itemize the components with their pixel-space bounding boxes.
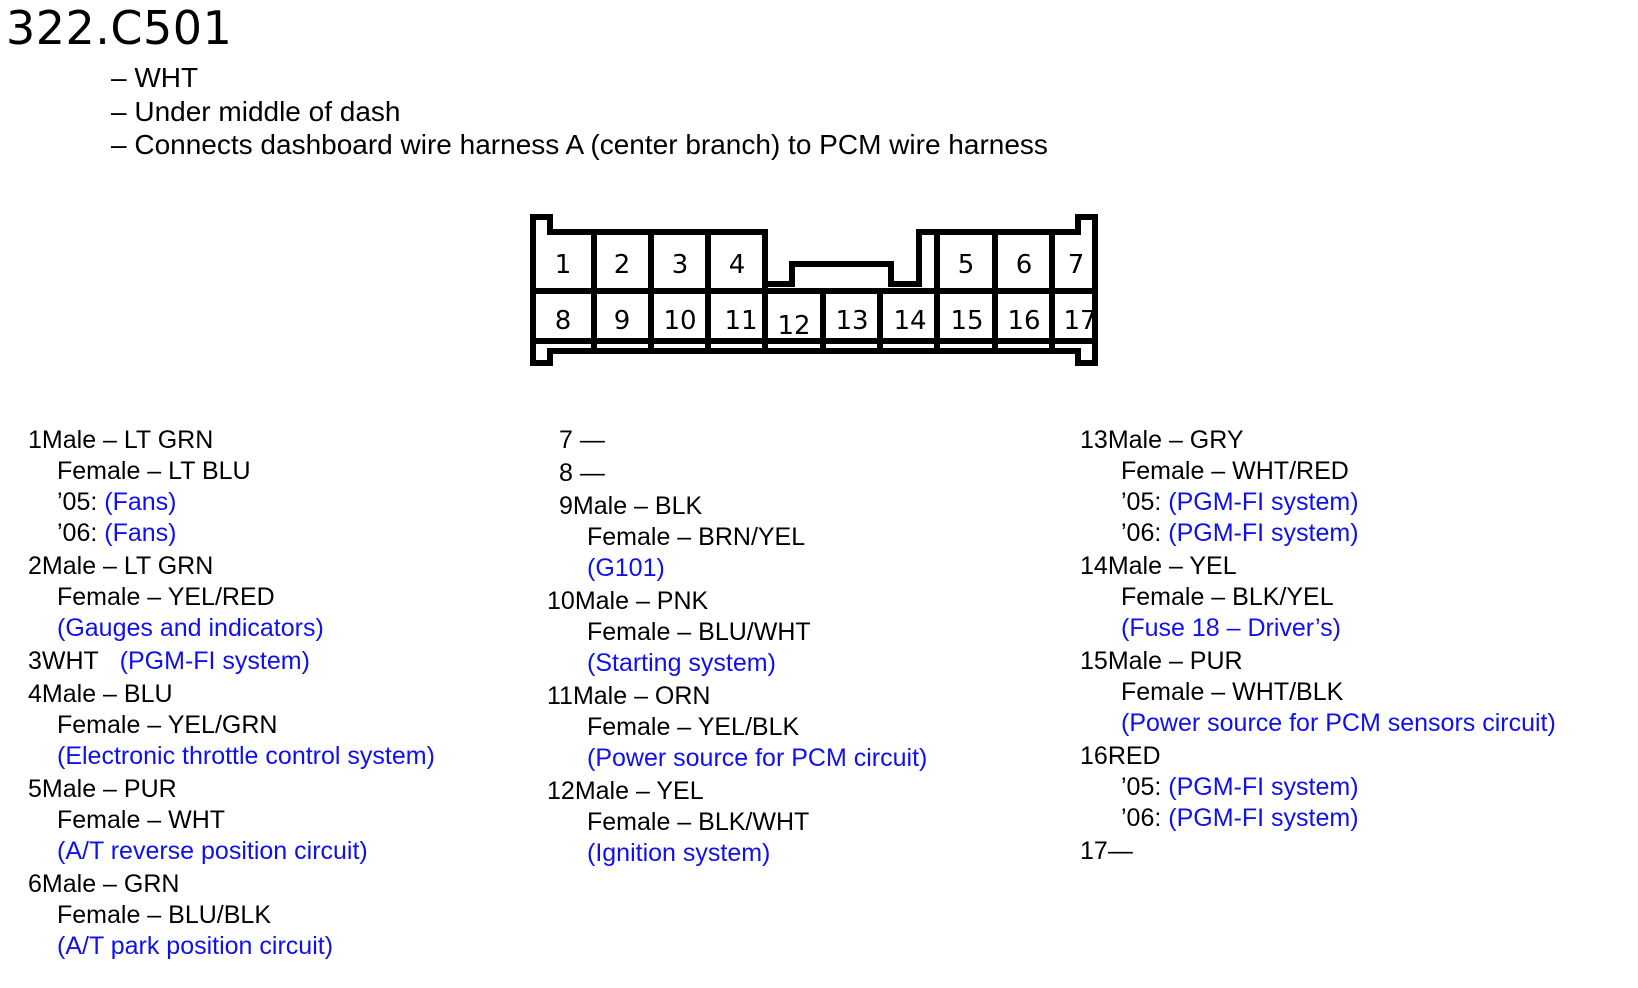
circuit-reference-link[interactable]: (G101) bbox=[587, 554, 665, 582]
pin-entry-10: 10Male – PNK Female – BLU/WHT (Starting … bbox=[547, 587, 811, 677]
pin-label-1: 1 bbox=[555, 250, 572, 280]
pin-label-12: 12 bbox=[777, 311, 810, 341]
pin-label-3: 3 bbox=[672, 250, 689, 280]
pin-entry-13: 13Male – GRY Female – WHT/RED ’05: (PGM-… bbox=[1080, 426, 1359, 547]
pin-label-8: 8 bbox=[555, 306, 572, 336]
circuit-reference-link[interactable]: (PGM-FI system) bbox=[1168, 804, 1359, 832]
pin-entry-8: 8 — bbox=[559, 459, 605, 487]
pin-entry-4: 4Male – BLU Female – YEL/GRN (Electronic… bbox=[28, 680, 435, 770]
circuit-reference-link[interactable]: (PGM-FI system) bbox=[1168, 488, 1359, 516]
circuit-reference-link[interactable]: (Electronic throttle control system) bbox=[57, 742, 435, 770]
pin-label-11: 11 bbox=[724, 306, 757, 336]
connector-color-note: – WHT bbox=[111, 62, 199, 93]
circuit-reference-link[interactable]: (Fans) bbox=[104, 519, 177, 547]
pin-entry-9: 9Male – BLK Female – BRN/YEL (G101) bbox=[559, 492, 806, 582]
circuit-reference-link[interactable]: (Gauges and indicators) bbox=[57, 614, 324, 642]
circuit-reference-link[interactable]: (Ignition system) bbox=[587, 839, 771, 867]
pin-entry-15: 15Male – PUR Female – WHT/BLK (Power sou… bbox=[1080, 647, 1556, 737]
pin-entry-7: 7 — bbox=[559, 426, 605, 454]
pin-entry-12: 12Male – YEL Female – BLK/WHT (Ignition … bbox=[547, 777, 810, 867]
pin-label-14: 14 bbox=[893, 306, 926, 336]
pin-label-4: 4 bbox=[729, 250, 746, 280]
connector-location-note: – Under middle of dash bbox=[111, 96, 401, 127]
circuit-reference-link[interactable]: (A/T park position circuit) bbox=[57, 932, 334, 960]
pin-label-6: 6 bbox=[1016, 250, 1033, 280]
pin-entry-5: 5Male – PUR Female – WHT (A/T reverse po… bbox=[28, 775, 368, 865]
pin-entry-1: 1Male – LT GRN Female – LT BLU ’05: (Fan… bbox=[28, 426, 251, 547]
pin-entry-2: 2Male – LT GRN Female – YEL/RED (Gauges … bbox=[28, 552, 324, 642]
pin-label-10: 10 bbox=[663, 306, 696, 336]
pin-label-13: 13 bbox=[835, 306, 868, 336]
circuit-reference-link[interactable]: (Fans) bbox=[104, 488, 177, 516]
circuit-reference-link[interactable]: (PGM-FI system) bbox=[119, 647, 310, 675]
circuit-reference-link[interactable]: (PGM-FI system) bbox=[1168, 519, 1359, 547]
circuit-reference-link[interactable]: (Fuse 18 – Driver’s) bbox=[1121, 614, 1341, 642]
pin-number-labels: 1 2 3 4 5 6 7 8 9 10 11 12 13 14 15 16 1… bbox=[555, 250, 1097, 341]
pin-label-16: 16 bbox=[1007, 306, 1040, 336]
circuit-reference-link[interactable]: (Power source for PCM circuit) bbox=[587, 744, 928, 772]
pin-list-column-2: 7 — 8 — 9Male – BLK Female – BRN/YEL (G1… bbox=[547, 425, 927, 871]
connector-title: 322.C501 bbox=[6, 1, 233, 55]
connector-function-note: – Connects dashboard wire harness A (cen… bbox=[111, 129, 1048, 160]
circuit-reference-link[interactable]: (Starting system) bbox=[587, 649, 776, 677]
pin-label-7: 7 bbox=[1068, 250, 1085, 280]
pin-entry-11: 11Male – ORN Female – YEL/BLK (Power sou… bbox=[547, 682, 928, 772]
pin-entry-17: 17— bbox=[1080, 837, 1133, 865]
connector-bottom-lip bbox=[530, 341, 1098, 366]
pin-label-5: 5 bbox=[958, 250, 975, 280]
pin-entry-3: 3WHT (PGM-FI system) bbox=[28, 647, 310, 675]
pin-label-2: 2 bbox=[614, 250, 631, 280]
pin-list-column-1: 1Male – LT GRN Female – LT BLU ’05: (Fan… bbox=[28, 425, 435, 964]
pin-entry-6: 6Male – GRN Female – BLU/BLK (A/T park p… bbox=[28, 870, 334, 960]
pin-label-15: 15 bbox=[950, 306, 983, 336]
pin-entry-16: 16RED ’05: (PGM-FI system) ’06: (PGM-FI … bbox=[1080, 742, 1359, 832]
circuit-reference-link[interactable]: (Power source for PCM sensors circuit) bbox=[1121, 709, 1556, 737]
pin-list-column-3: 13Male – GRY Female – WHT/RED ’05: (PGM-… bbox=[1080, 425, 1556, 869]
pin-label-17: 17 bbox=[1063, 306, 1096, 336]
circuit-reference-link[interactable]: (PGM-FI system) bbox=[1168, 773, 1359, 801]
pin-entry-14: 14Male – YEL Female – BLK/YEL (Fuse 18 –… bbox=[1080, 552, 1341, 642]
pin-label-9: 9 bbox=[614, 306, 631, 336]
circuit-reference-link[interactable]: (A/T reverse position circuit) bbox=[57, 837, 368, 865]
connector-housing-outline bbox=[530, 214, 1098, 344]
